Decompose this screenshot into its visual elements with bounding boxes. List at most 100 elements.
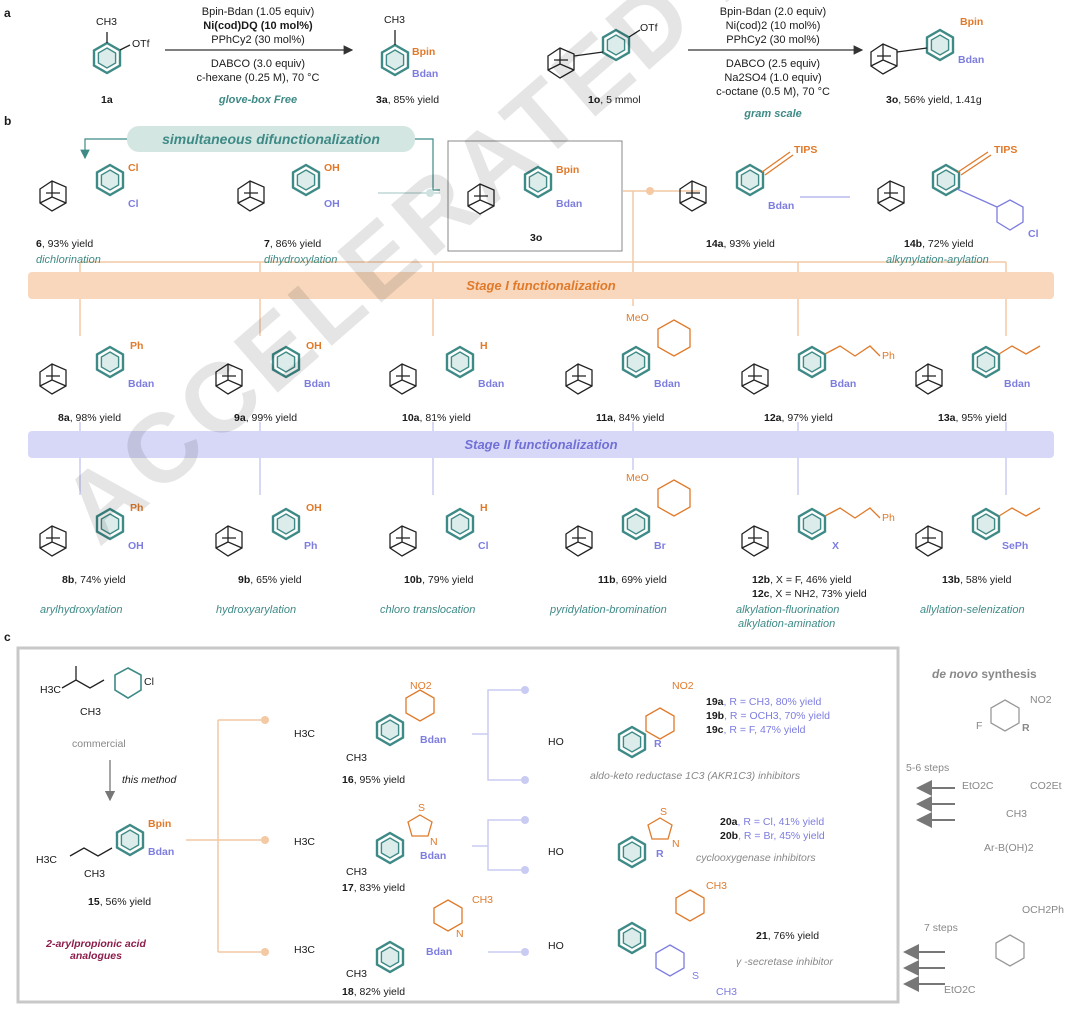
cond-a2-line4: DABCO (2.5 equiv) — [725, 58, 821, 70]
simultaneous-label: simultaneous difunctionalization — [127, 126, 415, 152]
9b-name: hydroxyarylation — [216, 604, 297, 616]
10b-g1: H — [480, 502, 488, 514]
8a-g1: Ph — [130, 340, 144, 352]
6-g2: Cl — [128, 198, 139, 210]
21-target: γ -secretase inhibitor — [736, 956, 833, 968]
3o-a-bdan: Bdan — [958, 54, 985, 66]
17-bdan: Bdan — [420, 850, 447, 862]
structure-20 — [617, 817, 673, 869]
class-label: 2-arylpropionic acid analogues — [46, 938, 146, 962]
19-no2: NO2 — [672, 680, 694, 692]
structure-10b — [389, 507, 475, 557]
structure-13a — [915, 345, 1041, 395]
cond-a2-line1: Bpin-Bdan (2.0 equiv) — [719, 6, 827, 18]
commercial-ch3: CH3 — [80, 706, 102, 718]
6-result: 6, 93% yield — [36, 238, 94, 250]
20a-line: 20a, R = Cl, 41% yield — [720, 816, 825, 828]
15-bdan: Bdan — [148, 846, 175, 858]
c-orange-connectors — [186, 719, 265, 953]
14a-g2: Bdan — [768, 200, 795, 212]
7-name: dihydroxylation — [264, 254, 338, 266]
9b-result: 9b, 65% yield — [238, 574, 302, 586]
structure-9a — [215, 345, 301, 395]
18-ch3: CH3 — [472, 894, 494, 906]
20-target: cyclooxygenase inhibitors — [696, 852, 816, 864]
section-c-box — [16, 646, 900, 1004]
structure-18 — [375, 899, 463, 974]
21-result: 21, 76% yield — [756, 930, 820, 942]
structure-commercial — [61, 666, 142, 699]
1o-otf: OTf — [640, 22, 658, 34]
cond-a2-line6: c-octane (0.5 M), 70 °C — [716, 86, 830, 98]
20b-line: 20b, R = Br, 45% yield — [720, 830, 825, 842]
3o-a-result: 3o, 56% yield, 1.41g — [886, 94, 982, 106]
14b-g2: Cl — [1028, 228, 1039, 240]
structure-15 — [69, 823, 145, 857]
structure-6 — [39, 163, 125, 212]
cond-a2-line3: PPhCy2 (30 mol%) — [726, 34, 820, 46]
8a-g2: Bdan — [128, 378, 155, 390]
17-n: N — [430, 836, 438, 848]
structure-7 — [237, 163, 321, 212]
dn-no2: NO2 — [1030, 694, 1052, 706]
12a-g2: Bdan — [830, 378, 857, 390]
panel-label-b: b — [4, 114, 12, 128]
center-bpin: Bpin — [556, 164, 580, 176]
16-no2: NO2 — [410, 680, 432, 692]
16-result: 16, 95% yield — [342, 774, 406, 786]
panel-label-a: a — [4, 6, 11, 20]
11a-g2: Bdan — [654, 378, 681, 390]
1a-label: 1a — [101, 94, 113, 106]
dn-steps2: 7 steps — [924, 922, 958, 934]
20-s: S — [660, 806, 668, 818]
center-bdan: Bdan — [556, 198, 583, 210]
10a-g1: H — [480, 340, 488, 352]
stage1-band: Stage I functionalization — [28, 272, 1054, 299]
structure-11a — [565, 319, 691, 395]
dn-boronic: Ar-B(OH)2 — [984, 842, 1034, 854]
1a-ch3: CH3 — [96, 16, 118, 28]
commercial-cl: Cl — [144, 676, 154, 688]
3o-a-bpin: Bpin — [960, 16, 984, 28]
structure-17 — [375, 814, 433, 865]
12c-result: 12c, X = NH2, 73% yield — [752, 588, 867, 600]
21-ch3: CH3 — [706, 880, 728, 892]
18-ch3-alpha: CH3 — [346, 968, 368, 980]
12b-name: alkylation-fluorination — [736, 604, 840, 616]
9a-result: 9a, 99% yield — [234, 412, 298, 424]
18-n: N — [456, 928, 464, 940]
orange-connectors — [79, 190, 1007, 336]
panel-label-c: c — [4, 630, 11, 644]
structure-3a — [380, 30, 410, 77]
1a-otf: OTf — [132, 38, 150, 50]
structure-9b — [215, 507, 301, 557]
20-r: R — [656, 848, 664, 860]
6-name: dichlorination — [36, 254, 101, 266]
19-ho: HO — [548, 736, 564, 748]
14b-name: alkynylation-arylation — [886, 254, 989, 266]
c-purple-connectors — [472, 689, 525, 953]
14a-g1: TIPS — [794, 144, 818, 156]
13b-g2: SePh — [1002, 540, 1029, 552]
19b-line: 19b, R = OCH3, 70% yield — [706, 710, 831, 722]
structure-21 — [617, 889, 705, 977]
21-s: S — [692, 970, 700, 982]
14b-g1: TIPS — [994, 144, 1018, 156]
9b-g1: OH — [306, 502, 322, 514]
center-box-3o — [447, 140, 623, 252]
12b-g2: X — [832, 540, 840, 552]
16-ch3: CH3 — [346, 752, 368, 764]
18-result: 18, 82% yield — [342, 986, 406, 998]
structure-12b — [741, 507, 881, 557]
structure-14a — [679, 151, 794, 212]
structure-10a — [389, 345, 475, 395]
cond-a1-line5: c-hexane (0.25 M), 70 °C — [196, 72, 320, 84]
dn-steps1: 5-6 steps — [906, 762, 950, 774]
note-glovebox: glove-box Free — [218, 94, 298, 106]
18-bdan: Bdan — [426, 946, 453, 958]
13b-name: allylation-selenization — [920, 604, 1025, 616]
3a-bdan: Bdan — [412, 68, 439, 80]
9a-g1: OH — [306, 340, 322, 352]
dn-eto2c: EtO2C — [944, 984, 976, 996]
19-target: aldo-keto reductase 1C3 (AKR1C3) inhibit… — [590, 770, 801, 782]
